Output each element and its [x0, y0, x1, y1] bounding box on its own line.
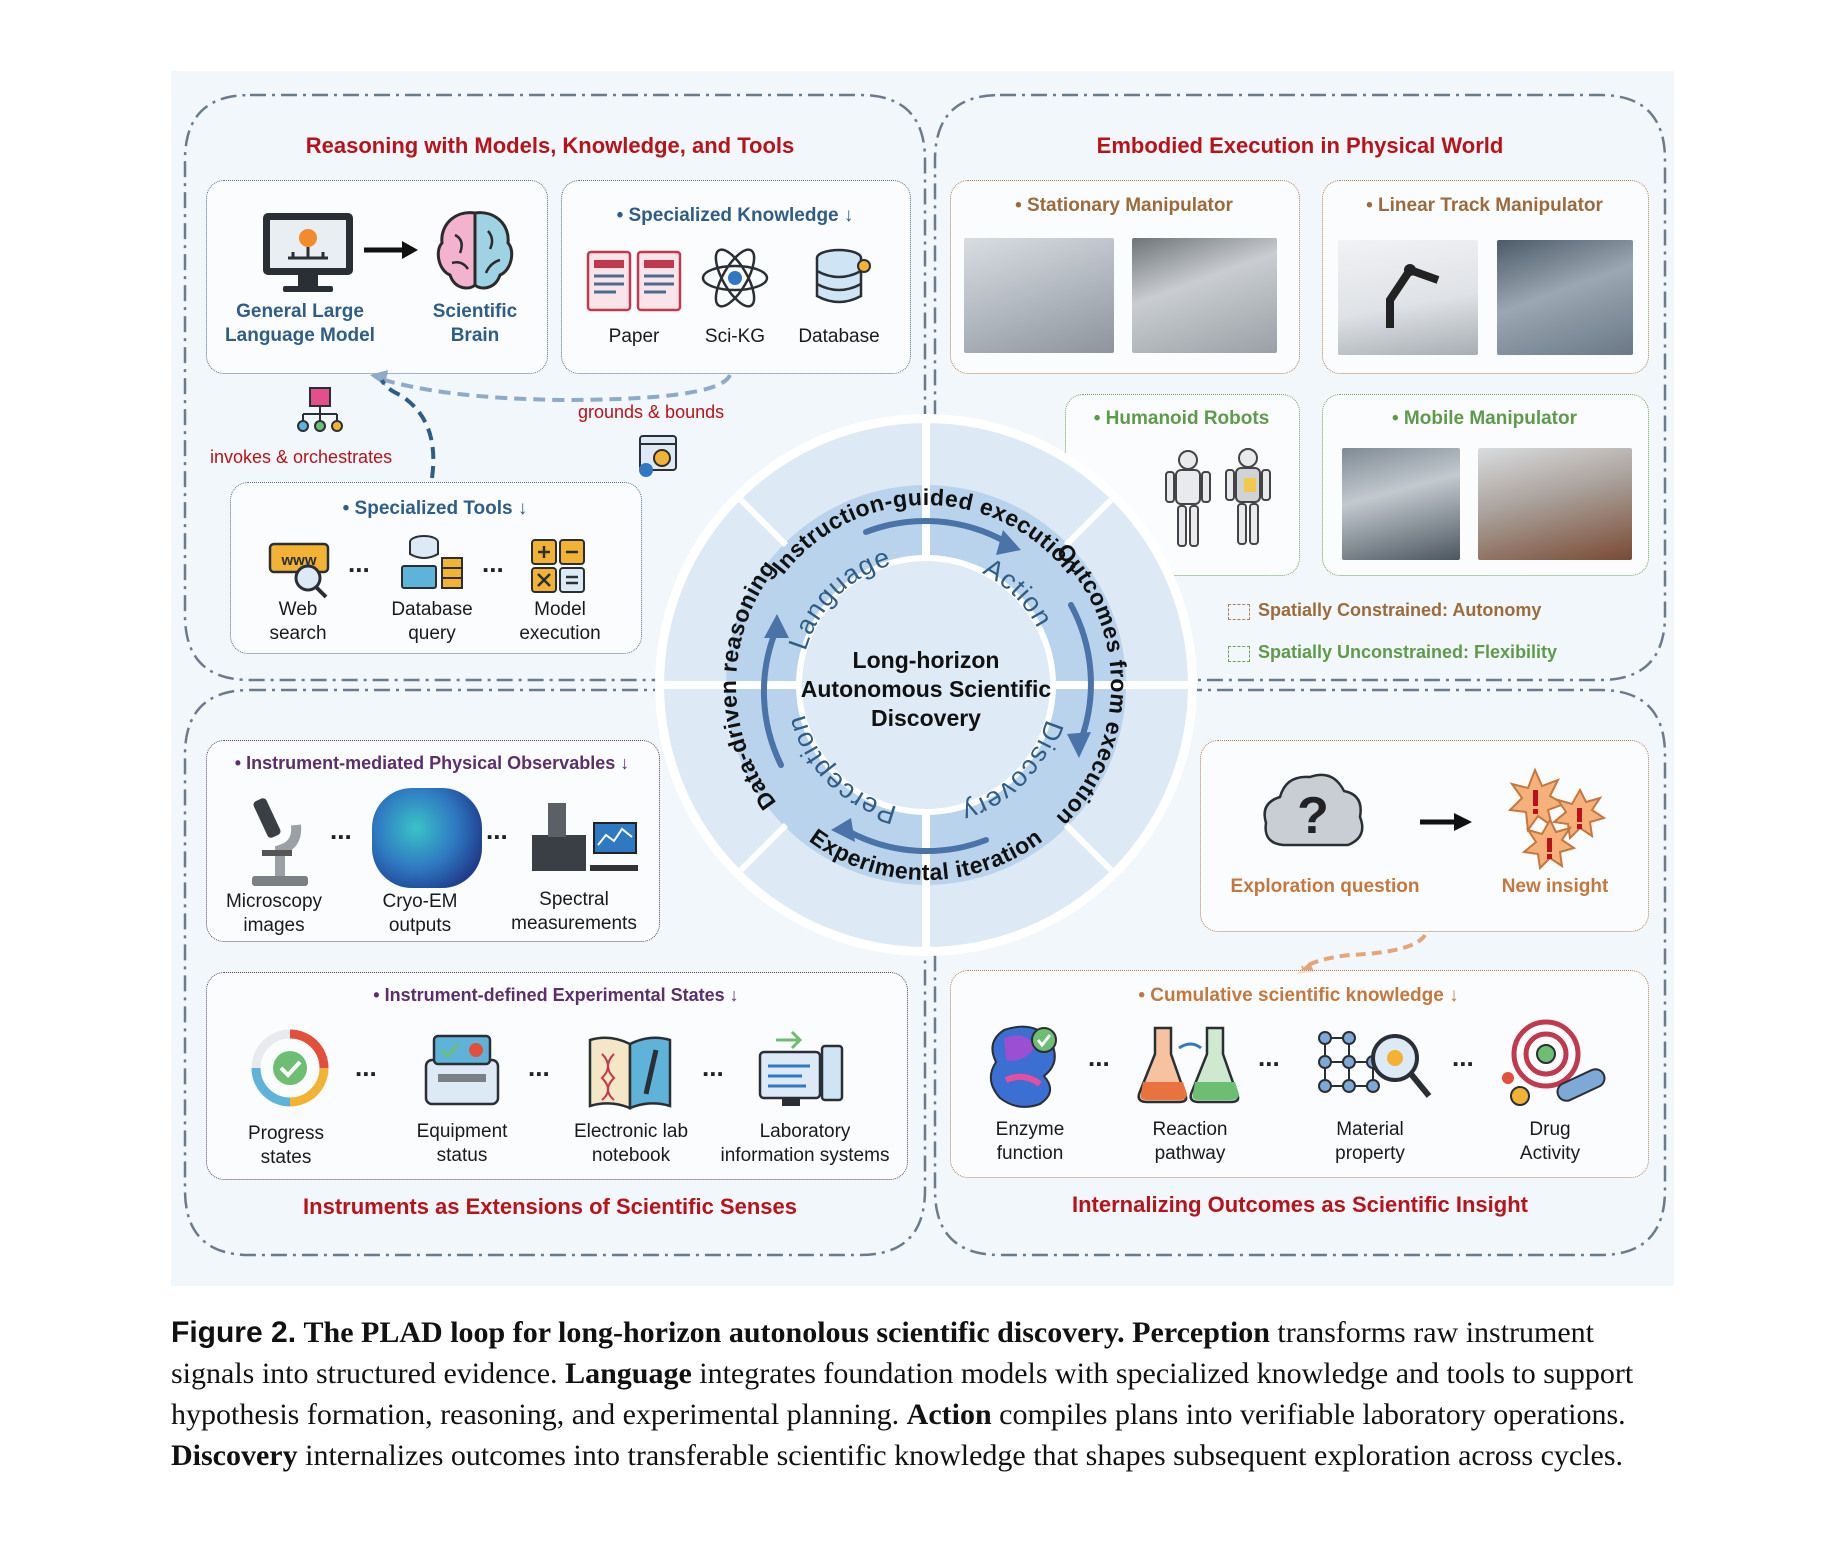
invokes-label: invokes & orchestrates: [210, 447, 393, 467]
cryo-em-image: [372, 788, 482, 888]
humanoid-title: • Humanoid Robots: [1093, 408, 1270, 429]
notebook-icon: [588, 1036, 672, 1110]
linear-photo-1: [1338, 240, 1478, 355]
tools-ellipsis-2: ...: [482, 548, 504, 578]
caption-perception-term: Perception: [1132, 1316, 1270, 1349]
new-insight-label: New insight: [1501, 876, 1609, 897]
cumulative-title: • Cumulative scientific knowledge ↓: [1138, 985, 1459, 1006]
web-search-icon: www: [268, 542, 330, 599]
progress-label: Progress states: [247, 1123, 325, 1168]
material-lattice-icon: [1318, 1031, 1432, 1098]
computer-icon: [263, 213, 353, 292]
caption-perception-text: transforms raw instrument signals into s…: [171, 1316, 1595, 1390]
knowledge-title: • Specialized Knowledge ↓: [616, 205, 854, 226]
microscope-icon: [252, 798, 308, 886]
scikg-label: Sci-KG: [704, 326, 766, 347]
reasoning-title: Reasoning with Models, Knowledge, and To…: [305, 133, 795, 158]
database-query-icon: [401, 535, 463, 589]
states-title: • Instrument-defined Experimental States…: [373, 985, 739, 1005]
lims-label: Laboratory information systems: [720, 1121, 890, 1166]
web-search-label: Web search: [269, 599, 327, 644]
model-execution-label: Model execution: [519, 599, 601, 644]
linear-title: • Linear Track Manipulator: [1366, 195, 1603, 216]
linear-photo-2: [1497, 240, 1633, 355]
observables-ellipsis-1: ...: [330, 815, 352, 845]
cumulative-ellipsis-1: ...: [1088, 1042, 1110, 1072]
drug-label: Drug Activity: [1519, 1119, 1581, 1164]
caption-action-text: compiles plans into verifiable laborator…: [999, 1398, 1626, 1431]
stationary-lab-photo-2: [1132, 238, 1277, 353]
caption-discovery-term: Discovery: [171, 1439, 298, 1472]
microscopy-label: Microscopy images: [225, 891, 323, 936]
paper-label: Paper: [608, 326, 660, 347]
database-icon: [815, 248, 871, 304]
legend-unconstrained-label: Spatially Unconstrained: Flexibility: [1258, 642, 1558, 662]
exploration-label: Exploration question: [1230, 876, 1420, 897]
mobile-title: • Mobile Manipulator: [1391, 408, 1578, 429]
svg-text:?: ?: [1297, 787, 1329, 845]
observables-title: • Instrument-mediated Physical Observabl…: [234, 753, 630, 773]
material-label: Material property: [1335, 1119, 1405, 1164]
stationary-lab-photo-1: [964, 238, 1114, 353]
reaction-flask-icon: [1137, 1026, 1240, 1104]
enzyme-label: Enzyme function: [995, 1119, 1065, 1164]
exploration-arrow-icon: [1420, 813, 1472, 831]
grounds-label: grounds & bounds: [578, 402, 725, 422]
atom-icon: [701, 248, 769, 308]
humanoid-robots-image: [1165, 448, 1271, 547]
calculator-icon: [531, 539, 585, 593]
states-ellipsis-1: ...: [355, 1052, 377, 1082]
caption-action-term: Action: [906, 1398, 992, 1431]
caption-discovery-text: internalizes outcomes into transferable …: [305, 1439, 1624, 1472]
legend-constrained-label: Spatially Constrained: Autonomy: [1258, 600, 1542, 620]
drug-target-icon: [1502, 1019, 1606, 1106]
enzyme-icon: [989, 1025, 1057, 1108]
mobile-photo-2: [1478, 448, 1632, 560]
states-ellipsis-3: ...: [702, 1052, 724, 1082]
paper-icon: [586, 250, 682, 312]
stationary-title: • Stationary Manipulator: [1015, 195, 1233, 216]
arrow-right-icon: [364, 241, 418, 259]
progress-icon: [251, 1029, 329, 1107]
figure-caption: Figure 2. The PLAD loop for long-horizon…: [171, 1312, 1671, 1476]
tools-ellipsis-1: ...: [348, 548, 370, 578]
lims-icon: [758, 1030, 844, 1106]
notebook-label: Electronic lab notebook: [573, 1121, 689, 1166]
settings-doc-icon: [639, 435, 677, 477]
flowchart-icon: [297, 387, 343, 432]
legend-constrained-swatch: [1228, 604, 1250, 620]
robot-arm-icon: [1386, 264, 1440, 328]
llm-label: General Large Language Model: [225, 301, 375, 346]
legend-unconstrained-swatch: [1228, 646, 1250, 662]
brain-icon: [436, 211, 514, 290]
database-label: Database: [798, 326, 880, 347]
tools-title: • Specialized Tools ↓: [342, 498, 528, 519]
caption-language-text: integrates foundation models with specia…: [171, 1357, 1634, 1431]
cumulative-ellipsis-3: ...: [1452, 1042, 1474, 1072]
instruments-title: Instruments as Extensions of Scientific …: [303, 1194, 797, 1219]
plad-cycle: Instruction-guided execution Outcomes fr…: [655, 414, 1197, 956]
database-query-label: Database query: [391, 599, 473, 644]
spectrometer-icon: [532, 803, 638, 871]
insight-title: Internalizing Outcomes as Scientific Ins…: [1072, 1192, 1528, 1217]
cryo-em-label: Cryo-EM outputs: [382, 891, 458, 936]
question-cloud-icon: ?: [1263, 773, 1364, 847]
equipment-icon: [424, 1034, 500, 1106]
caption-label: Figure 2.: [171, 1316, 297, 1349]
observables-ellipsis-2: ...: [486, 815, 508, 845]
cycle-center-title: Long-horizon Autonomous Scientific Disco…: [800, 647, 1052, 731]
states-ellipsis-2: ...: [528, 1052, 550, 1082]
equipment-label: Equipment status: [416, 1121, 508, 1166]
mobile-photo-1: [1342, 448, 1460, 560]
caption-language-term: Language: [565, 1357, 692, 1390]
cumulative-ellipsis-2: ...: [1258, 1042, 1280, 1072]
brain-label: Scientific Brain: [432, 301, 518, 346]
caption-title: The PLAD loop for long-horizon autonolou…: [303, 1316, 1125, 1349]
embodied-title: Embodied Execution in Physical World: [1096, 133, 1504, 158]
insight-burst-icon: [1507, 767, 1607, 870]
reaction-label: Reaction pathway: [1152, 1119, 1228, 1164]
spectral-label: Spectral measurements: [511, 889, 637, 934]
